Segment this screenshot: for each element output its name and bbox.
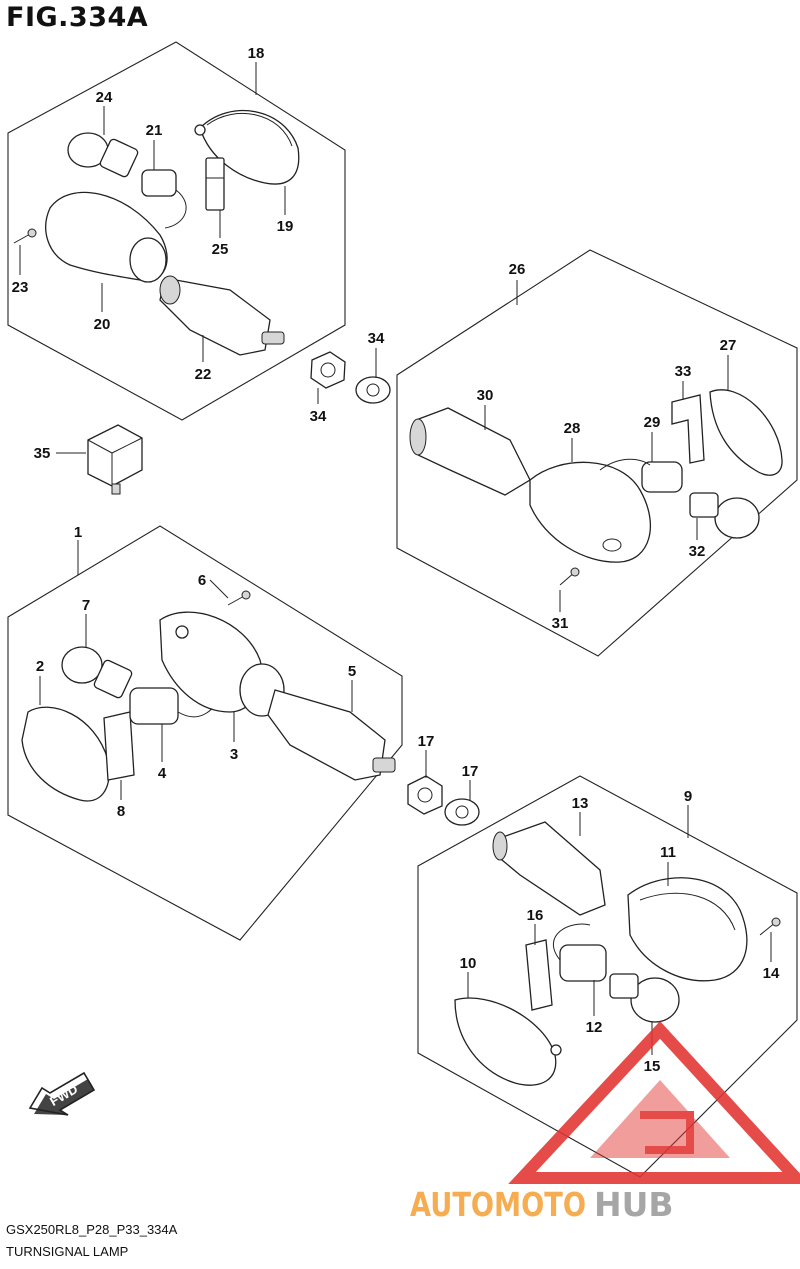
nut-17-lower: [444, 798, 480, 826]
callout-1: 1: [74, 524, 82, 541]
stay-30: [409, 407, 531, 496]
callout-13: 13: [572, 795, 589, 812]
callout-32: 32: [689, 543, 706, 560]
callout-19: 19: [277, 218, 294, 235]
clip-8: [103, 711, 135, 781]
socket-12: [553, 923, 607, 982]
housing-11: [627, 877, 748, 982]
housing-20: [45, 191, 168, 283]
callout-33: 33: [675, 363, 692, 380]
callout-30: 30: [477, 387, 494, 404]
callout-34-upper: 34: [368, 330, 385, 347]
callout-28: 28: [564, 420, 581, 437]
watermark-logo: AUTOMOTO HUB: [410, 1021, 800, 1224]
callout-10: 10: [460, 955, 477, 972]
stay-13: [492, 821, 606, 916]
leader-lines: [19, 62, 772, 1055]
group-box-1: [7, 525, 403, 941]
callout-12: 12: [586, 1019, 603, 1036]
callout-15: 15: [644, 1058, 661, 1075]
callout-17-upper: 17: [418, 733, 435, 750]
callout-8: 8: [117, 803, 125, 820]
callout-25: 25: [212, 241, 229, 258]
socket-29: [599, 458, 683, 493]
callout-24: 24: [96, 89, 113, 106]
lens-18: [194, 109, 300, 185]
callout-22: 22: [195, 366, 212, 383]
nut-34-lower: [355, 376, 391, 404]
nut-34-upper: [310, 351, 346, 389]
bulb-15: [609, 973, 680, 1023]
bulb-32: [689, 492, 760, 539]
callout-4: 4: [158, 765, 167, 782]
housing-28: [529, 461, 652, 563]
screw-31: [559, 567, 580, 586]
group-box-26: [396, 249, 798, 657]
group-box-18: [7, 41, 346, 421]
callout-5: 5: [348, 663, 356, 680]
nut-17-upper: [407, 775, 443, 815]
figure-code: GSX250RL8_P28_P33_334A: [6, 1222, 178, 1237]
callout-2: 2: [36, 658, 44, 675]
callout-26: 26: [509, 261, 526, 278]
callout-7: 7: [82, 597, 90, 614]
clip-16: [525, 939, 553, 1011]
callout-20: 20: [94, 316, 111, 333]
callout-31: 31: [552, 615, 569, 632]
socket-21: [141, 169, 187, 229]
stay-22: [159, 275, 285, 356]
lens-2: [21, 706, 110, 802]
group-box-9: [417, 775, 798, 1178]
callout-11: 11: [660, 844, 676, 861]
watermark-text-hub: HUB: [594, 1185, 674, 1224]
figure-title: FIG.334A: [6, 2, 149, 33]
callout-6: 6: [198, 572, 206, 589]
bulb-7: [61, 646, 133, 699]
fwd-arrow: FWD: [28, 1071, 96, 1116]
callout-18: 18: [248, 45, 265, 62]
screw-23: [13, 228, 37, 244]
bulb-24: [67, 132, 139, 178]
clip-33: [671, 394, 705, 464]
figure-caption: TURNSIGNAL LAMP: [6, 1244, 129, 1259]
relay-35: [87, 424, 143, 495]
watermark-text-auto: AUTOMOTO: [410, 1185, 586, 1224]
clip-25: [205, 157, 225, 211]
callout-9: 9: [684, 788, 692, 805]
callout-17-lower: 17: [462, 763, 479, 780]
callout-23: 23: [12, 279, 29, 296]
callout-14: 14: [763, 965, 780, 982]
callout-34-lower: 34: [310, 408, 327, 425]
lens-10: [454, 997, 562, 1086]
screw-6: [227, 590, 251, 606]
stay-5: [267, 689, 396, 781]
callout-3: 3: [230, 746, 238, 763]
callout-29: 29: [644, 414, 661, 431]
callout-21: 21: [146, 122, 163, 139]
screw-14: [759, 917, 781, 936]
callout-35: 35: [34, 445, 51, 462]
callout-27: 27: [720, 337, 737, 354]
lens-27: [709, 389, 783, 476]
callout-16: 16: [527, 907, 544, 924]
